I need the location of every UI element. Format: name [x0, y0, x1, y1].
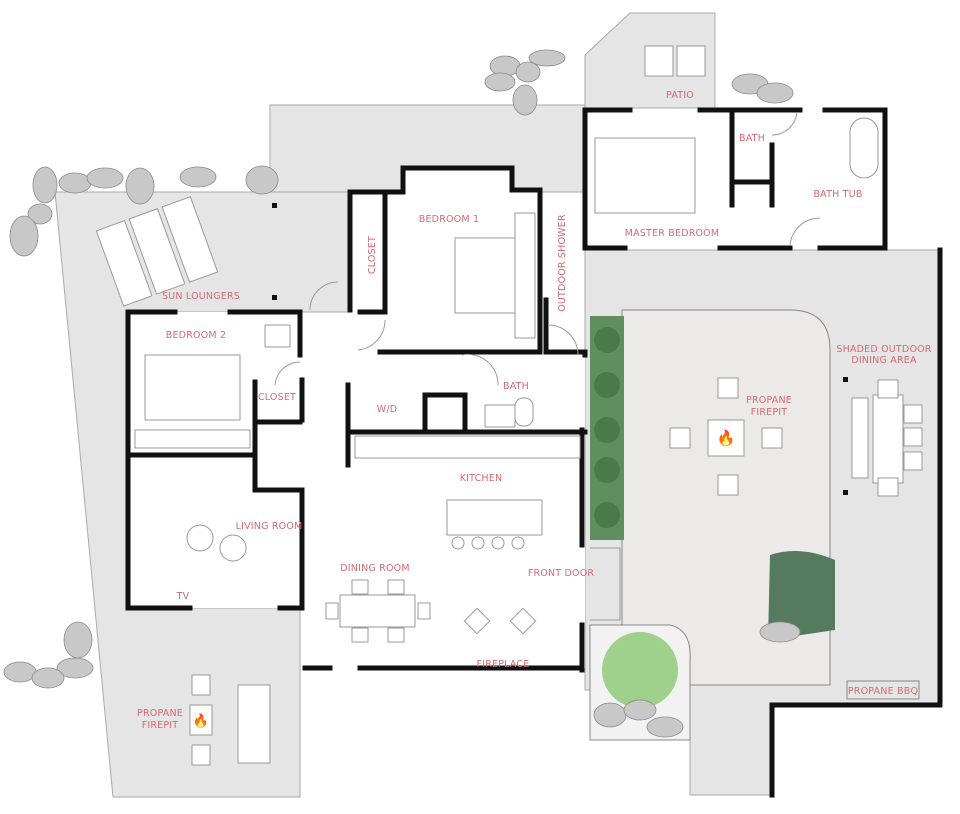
label-master-bedroom: MASTER BEDROOM [625, 228, 720, 239]
label-propane-bbq: PROPANE BBQ [848, 686, 918, 697]
label-wd: W/D [377, 404, 398, 415]
walls [125, 107, 943, 798]
patio-chairs [644, 45, 706, 77]
label-bedroom-2: BEDROOM 2 [166, 330, 226, 341]
label-closet-1: CLOSET [367, 236, 378, 274]
kitchen-island [446, 499, 543, 536]
toilet-icon [514, 397, 534, 427]
label-bath: BATH [503, 381, 529, 392]
room-labels: PATIO BATH BATH TUB MASTER BEDROOM BEDRO… [137, 90, 932, 731]
label-living-room: LIVING ROOM [236, 521, 303, 532]
label-sun-loungers: SUN LOUNGERS [162, 291, 240, 302]
shrub-icon [768, 551, 835, 640]
label-outdoor-shower: OUTDOOR SHOWER [557, 214, 568, 312]
doors [274, 111, 821, 621]
label-kitchen: KITCHEN [460, 473, 503, 484]
sun-loungers-icon [95, 196, 219, 307]
firepit-center-seating [669, 377, 783, 496]
label-front-door: FRONT DOOR [528, 568, 595, 579]
fire-icon: 🔥 [717, 429, 736, 447]
fire-icon: 🔥 [193, 713, 209, 728]
label-fireplace: FIREPLACE [477, 659, 530, 670]
dining-table [339, 594, 416, 628]
label-dining-room: DINING ROOM [340, 563, 409, 574]
interior-floors [128, 110, 885, 668]
label-closet-2: CLOSET [258, 392, 296, 403]
stepping-stones [3, 49, 801, 738]
label-bath-tub: BATH TUB [813, 189, 862, 200]
master-bed [594, 137, 696, 214]
bed-2 [144, 354, 241, 421]
bathtub-icon [849, 117, 879, 179]
outdoor-dining-table [851, 379, 923, 497]
label-bedroom-1: BEDROOM 1 [419, 214, 479, 225]
bbq-box [846, 680, 920, 700]
outdoor-areas [54, 12, 941, 798]
label-patio: PATIO [666, 90, 694, 101]
label-master-bath: BATH [739, 133, 765, 144]
garden-strip-plants [594, 327, 620, 528]
left-firepit-seating [189, 674, 271, 766]
tree-icon [602, 632, 678, 708]
label-tv: TV [176, 591, 190, 602]
bed-1 [454, 237, 516, 314]
furniture [95, 45, 923, 766]
kitchen-counter [354, 435, 581, 459]
